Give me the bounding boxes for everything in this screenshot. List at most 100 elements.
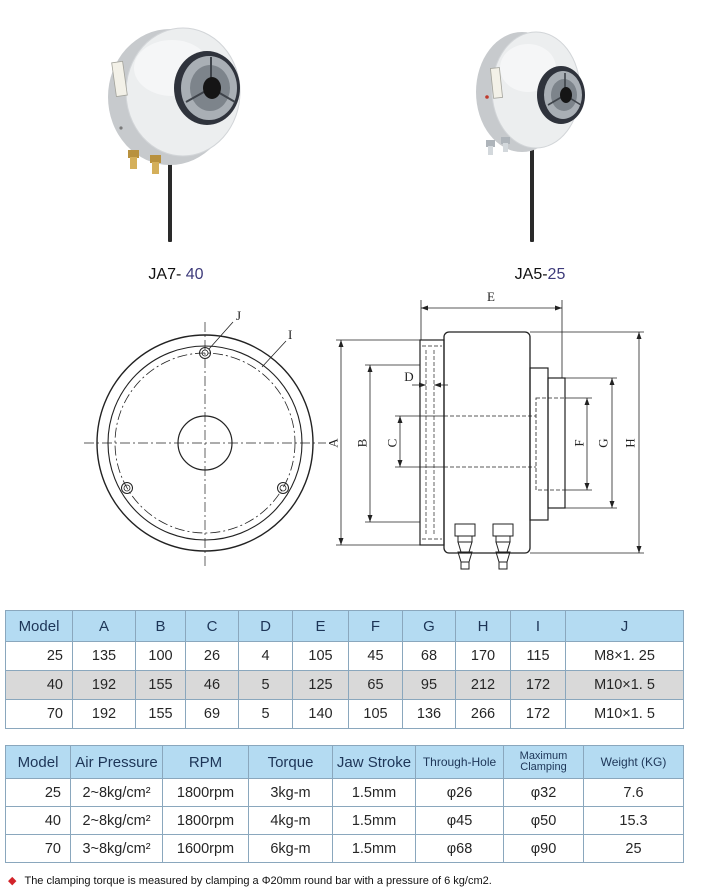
cell-h: 266 xyxy=(455,699,511,729)
dimension-arrow xyxy=(419,382,426,388)
bolt-hole xyxy=(121,482,133,494)
dimension-arrow xyxy=(609,378,615,385)
cell-weight: 15.3 xyxy=(583,806,684,835)
label-b: B xyxy=(355,438,370,447)
cell-e: 105 xyxy=(292,641,349,671)
model-size: 25 xyxy=(547,266,566,283)
fitting-neck xyxy=(495,535,511,543)
fitting-nut xyxy=(150,155,161,163)
fitting-barb xyxy=(503,143,508,152)
cell-j: M10×1. 5 xyxy=(565,699,684,729)
cell-d: 5 xyxy=(238,670,293,700)
power-cable xyxy=(168,150,172,242)
dimension-arrow xyxy=(555,305,562,311)
cell-g: 68 xyxy=(402,641,456,671)
column-header-jaw-stroke: Jaw Stroke xyxy=(332,745,416,779)
fitting-tip xyxy=(460,561,470,570)
dimension-arrows xyxy=(338,305,642,553)
air-fitting-drawing xyxy=(454,523,476,570)
model-prefix: JA7- xyxy=(148,266,186,283)
bolt-hole-outer xyxy=(121,482,133,494)
cell-model: 70 xyxy=(5,699,73,729)
model-sticker xyxy=(111,60,128,97)
column-header-model: Model xyxy=(5,745,71,779)
inner-bore-hidden xyxy=(535,397,566,491)
fitting-barb xyxy=(495,541,511,553)
cell-model: 25 xyxy=(5,778,71,807)
cell-torque: 3kg-m xyxy=(248,778,333,807)
air-fitting xyxy=(150,155,161,174)
front-step xyxy=(529,367,549,521)
cell-j: M10×1. 5 xyxy=(565,670,684,700)
back-plate xyxy=(419,339,445,546)
label-e: E xyxy=(487,289,495,304)
cell-h: 212 xyxy=(455,670,511,700)
cell-e: 125 xyxy=(292,670,349,700)
cell-jaw-stroke: 1.5mm xyxy=(332,834,416,863)
fitting-nut xyxy=(501,137,510,144)
bolt-hole xyxy=(277,482,289,494)
cell-d: 4 xyxy=(238,641,293,671)
dimension-arrow xyxy=(609,501,615,508)
table-row: 70 192 155 69 5 140 105 136 266 172 M10×… xyxy=(5,699,684,729)
cell-f: 105 xyxy=(348,699,403,729)
bolt-hole-outer xyxy=(277,482,289,494)
column-header-e: E xyxy=(292,610,349,642)
cell-model: 40 xyxy=(5,806,71,835)
column-header-through-hole: Through-Hole xyxy=(415,745,504,779)
product-caption-ja5: JA5-25 xyxy=(475,265,605,285)
column-header-j: J xyxy=(565,610,684,642)
cell-i: 115 xyxy=(510,641,566,671)
fitting-barb xyxy=(488,146,493,155)
table-row: 25 135 100 26 4 105 45 68 170 115 M8×1. … xyxy=(5,641,684,671)
cell-i: 172 xyxy=(510,670,566,700)
column-header-b: B xyxy=(135,610,186,642)
column-header-i: I xyxy=(510,610,566,642)
cell-air-pressure: 2~8kg/cm² xyxy=(70,806,163,835)
bolt-hole-inner xyxy=(279,484,287,492)
cell-air-pressure: 3~8kg/cm² xyxy=(70,834,163,863)
label-d: D xyxy=(404,369,413,384)
cell-maximum-clamping: φ50 xyxy=(503,806,584,835)
dimension-table-header-row: Model A B C D E F G H I J xyxy=(5,610,684,642)
cell-a: 192 xyxy=(72,670,136,700)
bolt-hole-inner xyxy=(123,484,131,492)
model-size: 40 xyxy=(185,266,204,283)
dimension-arrow xyxy=(397,460,403,467)
chuck-center-bore xyxy=(560,87,572,103)
dimension-arrow xyxy=(397,416,403,423)
cell-maximum-clamping: φ32 xyxy=(503,778,584,807)
model-prefix: JA5- xyxy=(514,266,548,283)
chuck-center-bore xyxy=(203,77,221,99)
column-header-d: D xyxy=(238,610,293,642)
label-i: I xyxy=(288,327,292,342)
fitting-nut xyxy=(486,140,495,147)
fitting-barb xyxy=(457,541,473,553)
cell-b: 155 xyxy=(135,699,186,729)
fitting-barb xyxy=(152,162,159,174)
dimension-arrow xyxy=(338,340,344,347)
cell-i: 172 xyxy=(510,699,566,729)
side-view-drawing xyxy=(419,331,566,570)
diamond-bullet-icon: ◆ xyxy=(8,874,17,887)
label-f: F xyxy=(572,439,587,446)
dimension-arrow xyxy=(367,515,373,522)
label-j: J xyxy=(236,308,241,323)
product-caption-ja7: JA7- 40 xyxy=(111,265,241,285)
indicator-dot xyxy=(485,95,489,99)
cell-air-pressure: 2~8kg/cm² xyxy=(70,778,163,807)
cell-jaw-stroke: 1.5mm xyxy=(332,806,416,835)
cell-g: 95 xyxy=(402,670,456,700)
column-header-f: F xyxy=(348,610,403,642)
air-fitting xyxy=(501,137,510,152)
cell-rpm: 1600rpm xyxy=(162,834,249,863)
column-header-model: Model xyxy=(5,610,73,642)
dimension-table: Model A B C D E F G H I J 25 135 100 26 … xyxy=(5,610,684,729)
dimension-lines xyxy=(336,300,644,554)
cell-model: 25 xyxy=(5,641,73,671)
leader-line-i xyxy=(261,340,287,368)
cell-a: 192 xyxy=(72,699,136,729)
column-header-air-pressure: Air Pressure xyxy=(70,745,163,779)
mounting-hole xyxy=(119,126,123,130)
fitting-barb xyxy=(130,157,137,169)
